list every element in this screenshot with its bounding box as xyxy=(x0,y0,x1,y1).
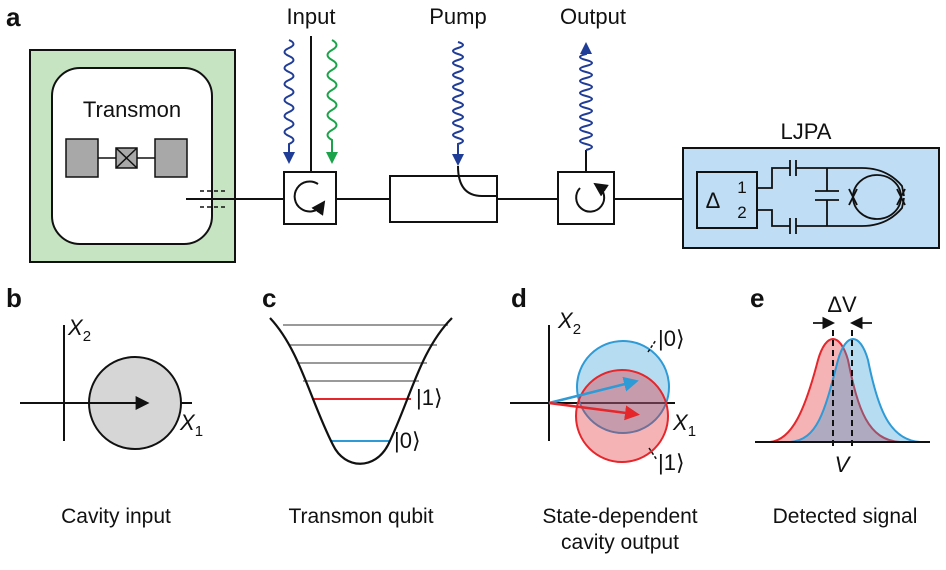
e-v-label: V xyxy=(835,452,852,477)
directional-coupler xyxy=(389,175,498,223)
pump-wave xyxy=(452,41,464,166)
pump-label: Pump xyxy=(429,4,486,29)
circulator xyxy=(283,171,337,225)
circulator-output xyxy=(557,171,615,225)
d-state0-arrow xyxy=(548,376,639,405)
d-x2-label: X2 xyxy=(557,308,581,338)
d-caption-line1: State-dependent xyxy=(542,505,697,528)
b-x1-label: X1 xyxy=(179,410,203,440)
output-wave xyxy=(579,42,593,151)
circulator-arrow-icon xyxy=(293,180,326,216)
transmon-pad-right xyxy=(154,138,188,178)
c-state1-label: |1⟩ xyxy=(416,385,443,410)
port-2-label: 2 xyxy=(737,203,746,222)
input-label: Input xyxy=(287,4,336,29)
c-caption: Transmon qubit xyxy=(288,505,433,528)
ljpa-circuit xyxy=(757,160,906,234)
d-x1-label: X1 xyxy=(672,410,696,440)
circulator-output-arrow-icon xyxy=(575,182,609,213)
d-state1-label: |1⟩ xyxy=(658,450,685,475)
ljpa-label: LJPA xyxy=(781,119,832,144)
c-state0-label: |0⟩ xyxy=(394,428,421,453)
e-red-distribution xyxy=(769,338,901,443)
hybrid-delta: Δ xyxy=(706,188,721,213)
b-x2-label: X2 xyxy=(67,315,91,345)
panel-label-a: a xyxy=(6,2,21,32)
transmon-pad-left xyxy=(65,138,99,178)
e-blue-distribution xyxy=(789,338,921,443)
e-delta-v-label: ΔV xyxy=(827,292,857,317)
transmon-label: Transmon xyxy=(83,97,181,122)
d-state1-arrow xyxy=(548,401,640,421)
c-potential-well xyxy=(269,317,453,465)
d-state0-label: |0⟩ xyxy=(658,326,685,351)
panel-label-b: b xyxy=(6,283,22,313)
panel-label-c: c xyxy=(262,283,276,313)
b-caption: Cavity input xyxy=(61,505,171,528)
hybrid-box xyxy=(696,171,758,229)
panel-label-d: d xyxy=(511,283,527,313)
output-label: Output xyxy=(560,4,626,29)
d-state1-disk xyxy=(575,369,669,463)
port-1-label: 1 xyxy=(737,178,746,197)
c-upper-levels xyxy=(283,324,448,382)
input-wave-blue xyxy=(283,39,295,164)
d-caption-line2: cavity output xyxy=(561,531,679,554)
e-caption: Detected signal xyxy=(773,505,918,528)
panel-label-e: e xyxy=(750,283,764,313)
input-wave-green xyxy=(326,39,338,164)
